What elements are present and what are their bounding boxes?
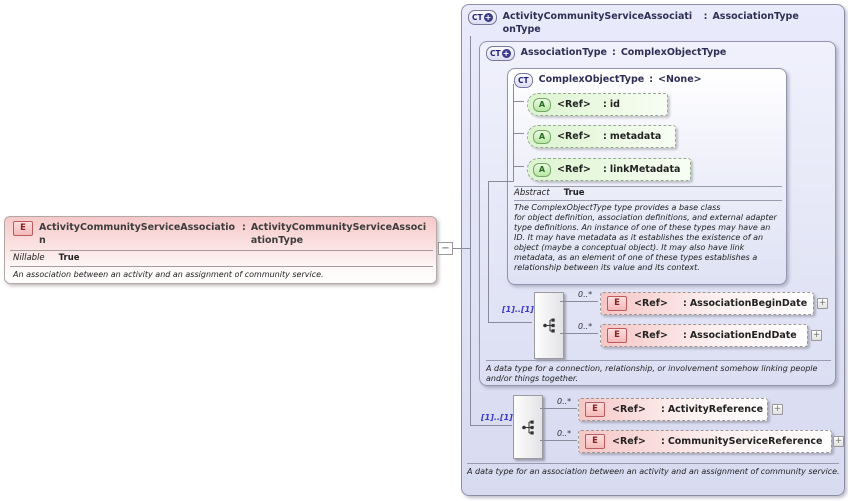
derived-plus-icon: + (483, 13, 493, 22)
attribute-box-linkmetadata[interactable]: A <Ref> :linkMetadata (527, 158, 691, 181)
divider (514, 200, 782, 201)
attribute-name: metadata (609, 131, 662, 142)
name-type-separator: : (612, 47, 616, 58)
attribute-ref: <Ref> (557, 99, 591, 110)
attribute-box-id[interactable]: A <Ref> :id (527, 93, 668, 116)
base-type-name: ComplexObjectType (620, 47, 727, 58)
cardinality-label: [1]..[1] (502, 305, 534, 314)
element-ref: <Ref> (612, 436, 646, 447)
name-type-separator: : (603, 131, 607, 142)
element-ref-name: AssociationEndDate (689, 330, 797, 341)
sequence-icon (521, 420, 534, 434)
element-ref-box-activityreference[interactable]: E <Ref> :ActivityReference (578, 398, 768, 421)
type-name: ActivityCommunityServiceAssociationType (502, 11, 693, 35)
name-type-separator: : (603, 164, 607, 175)
type-name: AssociationType (520, 47, 607, 58)
name-type-separator: : (683, 298, 687, 309)
base-type-name: AssociationType (712, 11, 799, 22)
sequence-icon (542, 318, 555, 333)
element-ref-name: CommunityServiceReference (667, 436, 823, 447)
type-annotation: A data type for an association between a… (467, 467, 840, 476)
sequence-group[interactable] (513, 395, 543, 459)
element-ref-name: ActivityReference (667, 404, 764, 415)
occurrence-label: 0..* (557, 429, 572, 438)
outer-complex-type-box: CT+ ActivityCommunityServiceAssociationT… (461, 4, 845, 496)
expand-button[interactable]: + (833, 436, 844, 447)
complex-type-icon: CT (514, 73, 533, 88)
element-ref-box-communityservicereference[interactable]: E <Ref> :CommunityServiceReference (578, 430, 832, 453)
element-icon: E (607, 328, 627, 343)
attribute-icon: A (533, 162, 551, 177)
complex-type-icon: CT+ (468, 10, 497, 25)
expand-button[interactable]: + (811, 330, 822, 341)
element-ref: <Ref> (634, 298, 668, 309)
element-ref-box-associationbegindate[interactable]: E <Ref> :AssociationBeginDate (600, 292, 814, 315)
base-type-name: <None> (658, 74, 702, 85)
complex-object-type-box: CT ComplexObjectType : <None> A <Ref> :i… (507, 68, 787, 285)
divider (10, 250, 433, 251)
global-element-box[interactable]: E ActivityCommunityServiceAssociation : … (4, 216, 437, 284)
element-icon: E (585, 402, 605, 417)
divider (486, 360, 831, 361)
sequence-group[interactable] (534, 292, 564, 359)
attribute-ref: <Ref> (557, 131, 591, 142)
abstract-value: True (563, 188, 585, 198)
type-name: ComplexObjectType (538, 74, 645, 85)
attribute-name: linkMetadata (609, 164, 681, 175)
name-type-separator: : (661, 404, 665, 415)
name-type-separator: : (603, 99, 607, 110)
collapse-toggle[interactable]: − (438, 242, 453, 255)
type-annotation: The ComplexObjectType type provides a ba… (514, 203, 777, 272)
name-type-separator: : (683, 330, 687, 341)
type-annotation: A data type for a connection, relationsh… (486, 364, 818, 383)
element-name: ActivityCommunityServiceAssociation (39, 222, 236, 246)
attribute-ref: <Ref> (557, 164, 591, 175)
complex-type-icon: CT+ (486, 46, 515, 61)
cardinality-label: [1]..[1] (481, 413, 513, 422)
association-type-box: CT+ AssociationType : ComplexObjectType … (479, 41, 836, 386)
divider (514, 186, 782, 187)
occurrence-label: 0..* (578, 322, 593, 331)
occurrence-label: 0..* (557, 397, 572, 406)
divider (10, 266, 433, 267)
attribute-icon: A (533, 97, 551, 112)
element-ref: <Ref> (634, 330, 668, 341)
element-icon: E (13, 221, 33, 236)
element-icon: E (607, 296, 627, 311)
element-ref-name: AssociationBeginDate (689, 298, 808, 309)
name-type-separator: : (703, 11, 708, 22)
attribute-box-metadata[interactable]: A <Ref> :metadata (527, 125, 676, 148)
attribute-name: id (609, 99, 620, 110)
nillable-label: Nillable (13, 253, 45, 263)
name-type-separator: : (661, 436, 665, 447)
name-type-separator: : (242, 222, 246, 233)
divider (467, 463, 839, 464)
nillable-value: True (58, 253, 80, 263)
expand-button[interactable]: + (772, 404, 783, 415)
abstract-label: Abstract (514, 188, 550, 198)
attribute-icon: A (533, 129, 551, 144)
element-annotation: An association between an activity and a… (13, 270, 324, 279)
element-type: ActivityCommunityServiceAssociationType (250, 222, 427, 246)
occurrence-label: 0..* (578, 290, 593, 299)
element-ref-box-associationenddate[interactable]: E <Ref> :AssociationEndDate (600, 324, 808, 347)
expand-button[interactable]: + (817, 298, 828, 309)
element-icon: E (585, 434, 605, 449)
element-ref: <Ref> (612, 404, 646, 415)
derived-plus-icon: + (501, 49, 511, 58)
name-type-separator: : (649, 74, 653, 85)
